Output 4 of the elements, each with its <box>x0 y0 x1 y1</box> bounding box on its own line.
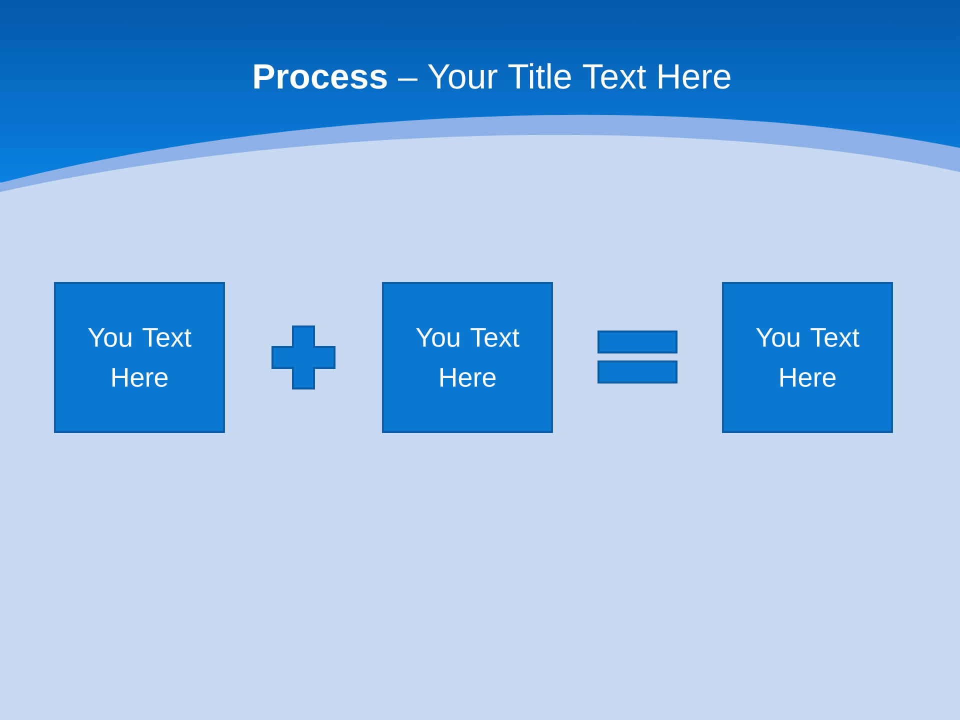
text-box: You Text Here <box>722 282 894 433</box>
title: Process – Your Title Text Here <box>254 63 730 89</box>
text-box: You Text Here <box>382 282 553 433</box>
text-box: You Text Here <box>54 282 225 433</box>
